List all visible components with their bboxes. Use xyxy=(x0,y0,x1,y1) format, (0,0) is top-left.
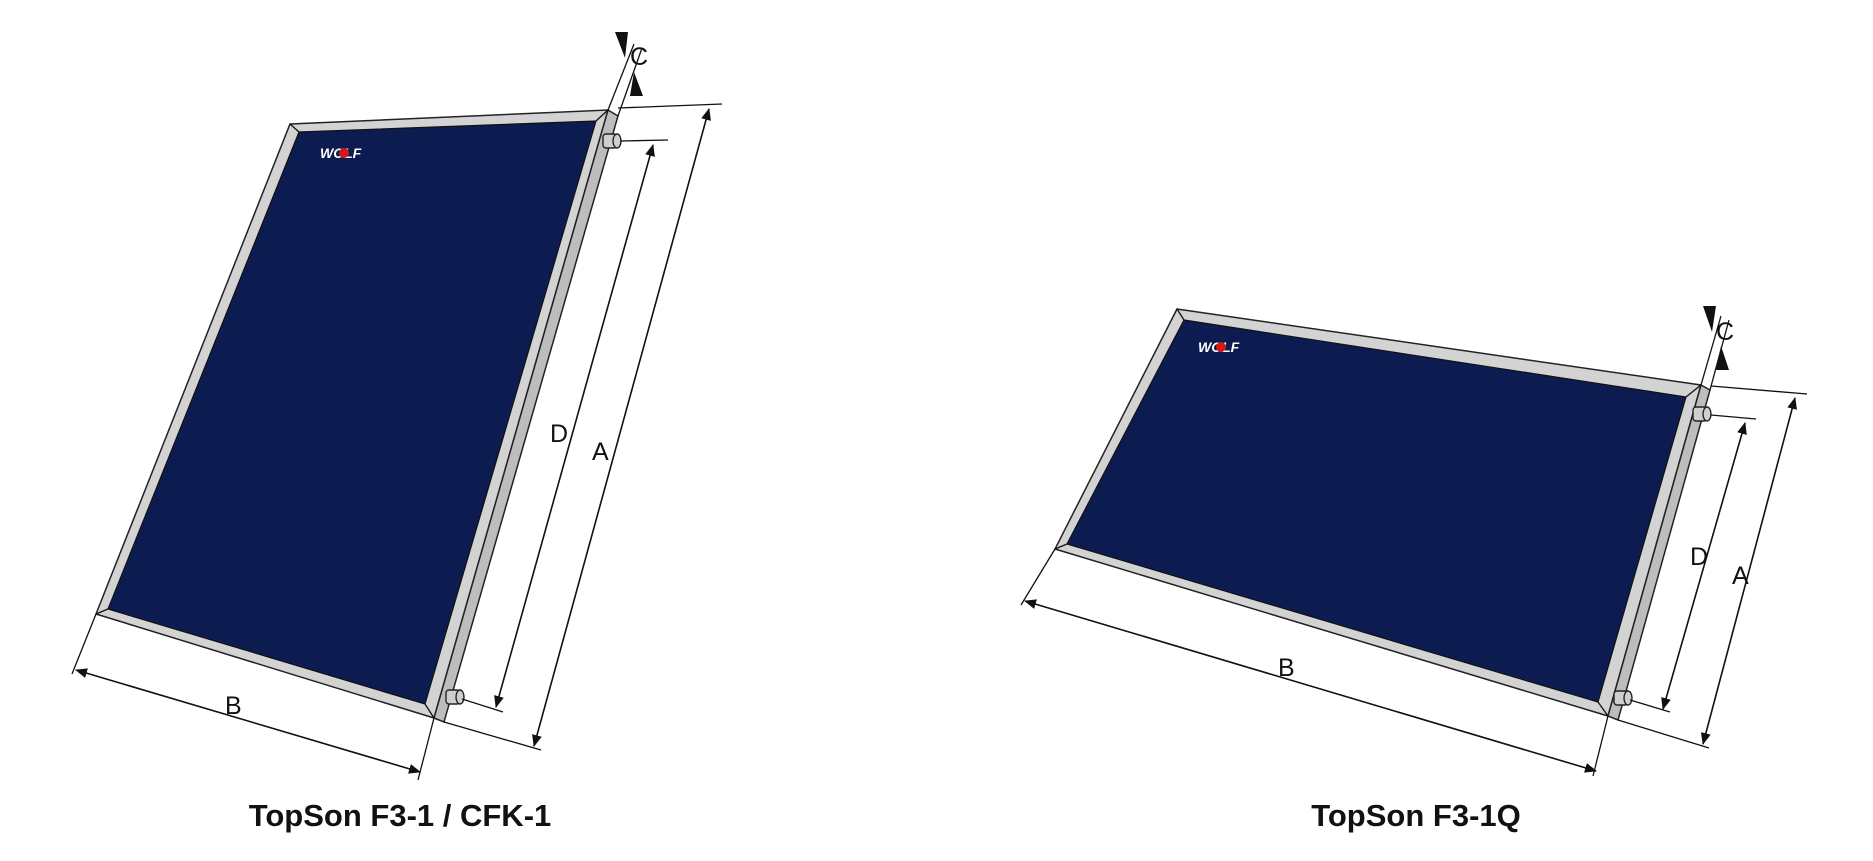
pipe-connector-bottom xyxy=(445,689,465,705)
extension-line xyxy=(1592,715,1609,777)
dimension-arrow-c xyxy=(1703,306,1716,332)
extension-line xyxy=(1710,385,1808,395)
wolf-logo: WOLF xyxy=(320,145,362,161)
dimension-line-d xyxy=(1661,422,1747,710)
frame-bevel xyxy=(424,703,435,719)
dimension-label-b: B xyxy=(225,692,242,720)
dimension-arrow-c xyxy=(1716,346,1729,370)
frame-bevel xyxy=(1685,384,1702,398)
dimension-arrow-c xyxy=(615,32,628,58)
extension-line xyxy=(71,613,97,675)
extension-line xyxy=(619,139,669,142)
collector-portrait: WOLF C D A B xyxy=(71,32,723,833)
extension-line xyxy=(607,43,635,111)
dimension-label-a: A xyxy=(592,438,609,466)
frame-bevel xyxy=(1176,308,1185,321)
dimension-label-c: C xyxy=(630,43,648,71)
extension-line xyxy=(617,103,723,109)
extension-line xyxy=(417,717,435,781)
dimension-label-d: D xyxy=(1690,543,1708,571)
logo-red-dot xyxy=(1216,342,1226,352)
dimension-line-a xyxy=(1700,397,1798,745)
extension-line xyxy=(1629,699,1671,713)
logo-red-dot xyxy=(339,148,349,158)
collector-landscape: WOLF C D A B xyxy=(1020,306,1808,833)
dimension-arrow-c xyxy=(630,72,643,96)
dimension-label-d: D xyxy=(550,420,568,448)
extension-line xyxy=(1700,315,1722,386)
dimension-line-d xyxy=(494,144,655,708)
dimension-line-b xyxy=(75,668,421,774)
extension-line xyxy=(617,47,643,117)
dimension-label-c: C xyxy=(1716,318,1734,346)
frame-bevel xyxy=(95,608,109,615)
frame-bevel xyxy=(1054,543,1068,550)
extension-line xyxy=(1020,548,1056,606)
wolf-logo: WOLF xyxy=(1198,339,1240,355)
extension-line xyxy=(461,698,504,713)
pipe-connector-top xyxy=(602,133,622,149)
frame-bevel xyxy=(289,123,300,133)
collector-caption: TopSon F3-1Q xyxy=(1311,798,1521,833)
dimension-label-a: A xyxy=(1732,562,1749,590)
dimension-label-b: B xyxy=(1278,654,1295,682)
collector-caption: TopSon F3-1 / CFK-1 xyxy=(249,798,552,833)
extension-line xyxy=(1710,414,1757,420)
dimension-line-b xyxy=(1024,599,1597,773)
pipe-connector-top xyxy=(1692,406,1712,422)
extension-line xyxy=(1617,719,1710,749)
pipe-connector-bottom xyxy=(1613,690,1633,706)
frame-bevel xyxy=(1597,701,1609,717)
extension-line xyxy=(443,721,542,751)
